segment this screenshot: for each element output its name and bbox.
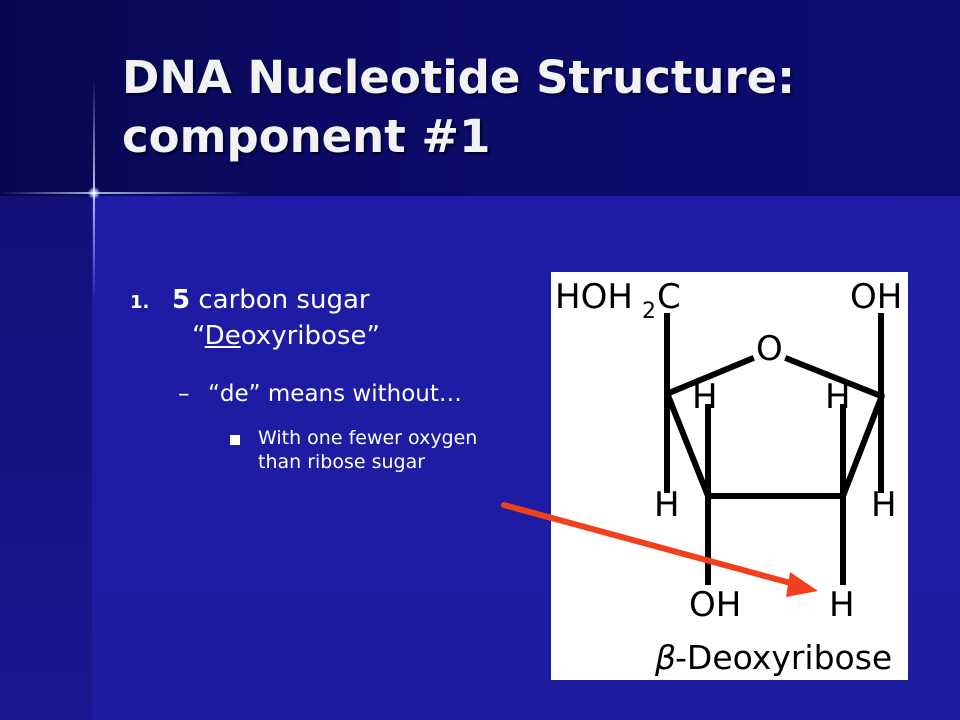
bond-c4-o [665, 355, 755, 397]
bullet-2-text: “de” means without… [208, 381, 462, 407]
bullet-3-text: With one fewer oxygen than ribose sugar [258, 427, 478, 473]
label-sub-2: 2 [642, 299, 656, 324]
bullet-1-underlined: De [204, 321, 241, 351]
bullet-1-line-2: “Deoxyribose” [172, 318, 552, 354]
bullet-1-bold: 5 [172, 285, 191, 315]
title-band [0, 0, 960, 196]
label-h-left-upper: H [692, 377, 718, 417]
sparkle-horizontal-decoration [0, 192, 250, 194]
bond-o-c1 [784, 355, 885, 400]
dash-marker: – [178, 381, 190, 407]
structure-diagram: HOH 2 C OH O H H H H OH H β -Deoxyribose [555, 277, 902, 677]
sparkle-star-icon [88, 187, 100, 199]
label-ring-o: O [756, 329, 783, 369]
label-h-right-outer: H [871, 485, 897, 525]
label-oh-bottom: OH [689, 585, 741, 625]
bullet-1-text: 5 carbon sugar“Deoxyribose” [172, 282, 552, 354]
bullet-1-open-quote: “ [192, 321, 205, 351]
square-bullet-icon [230, 435, 240, 445]
label-h-right-upper: H [825, 377, 851, 417]
bullet-number: 1. [130, 292, 150, 313]
title-line-1: DNA Nucleotide Structure: [122, 51, 796, 104]
deoxyribose-structure-figure: HOH 2 C OH O H H H H OH H β -Deoxyribose [551, 272, 908, 680]
label-h-left-lower: H [654, 485, 680, 525]
arrow-shaft [501, 502, 801, 588]
label-h-bottom: H [829, 585, 855, 625]
bullet-1-rest: carbon sugar [190, 285, 370, 315]
title-line-2: component #1 [122, 110, 491, 163]
label-c: C [657, 277, 681, 317]
label-oh-top: OH [850, 277, 902, 317]
slide-title: DNA Nucleotide Structure: component #1 [122, 48, 922, 166]
caption-text: -Deoxyribose [675, 638, 892, 677]
caption-beta: β [654, 638, 676, 677]
bond-c4-c3 [665, 394, 712, 500]
arrow-head [786, 572, 818, 597]
label-hoh: HOH [555, 277, 633, 317]
bullet-1-word-rest: oxyribose” [240, 321, 380, 351]
bond-c1-c2 [839, 394, 885, 500]
